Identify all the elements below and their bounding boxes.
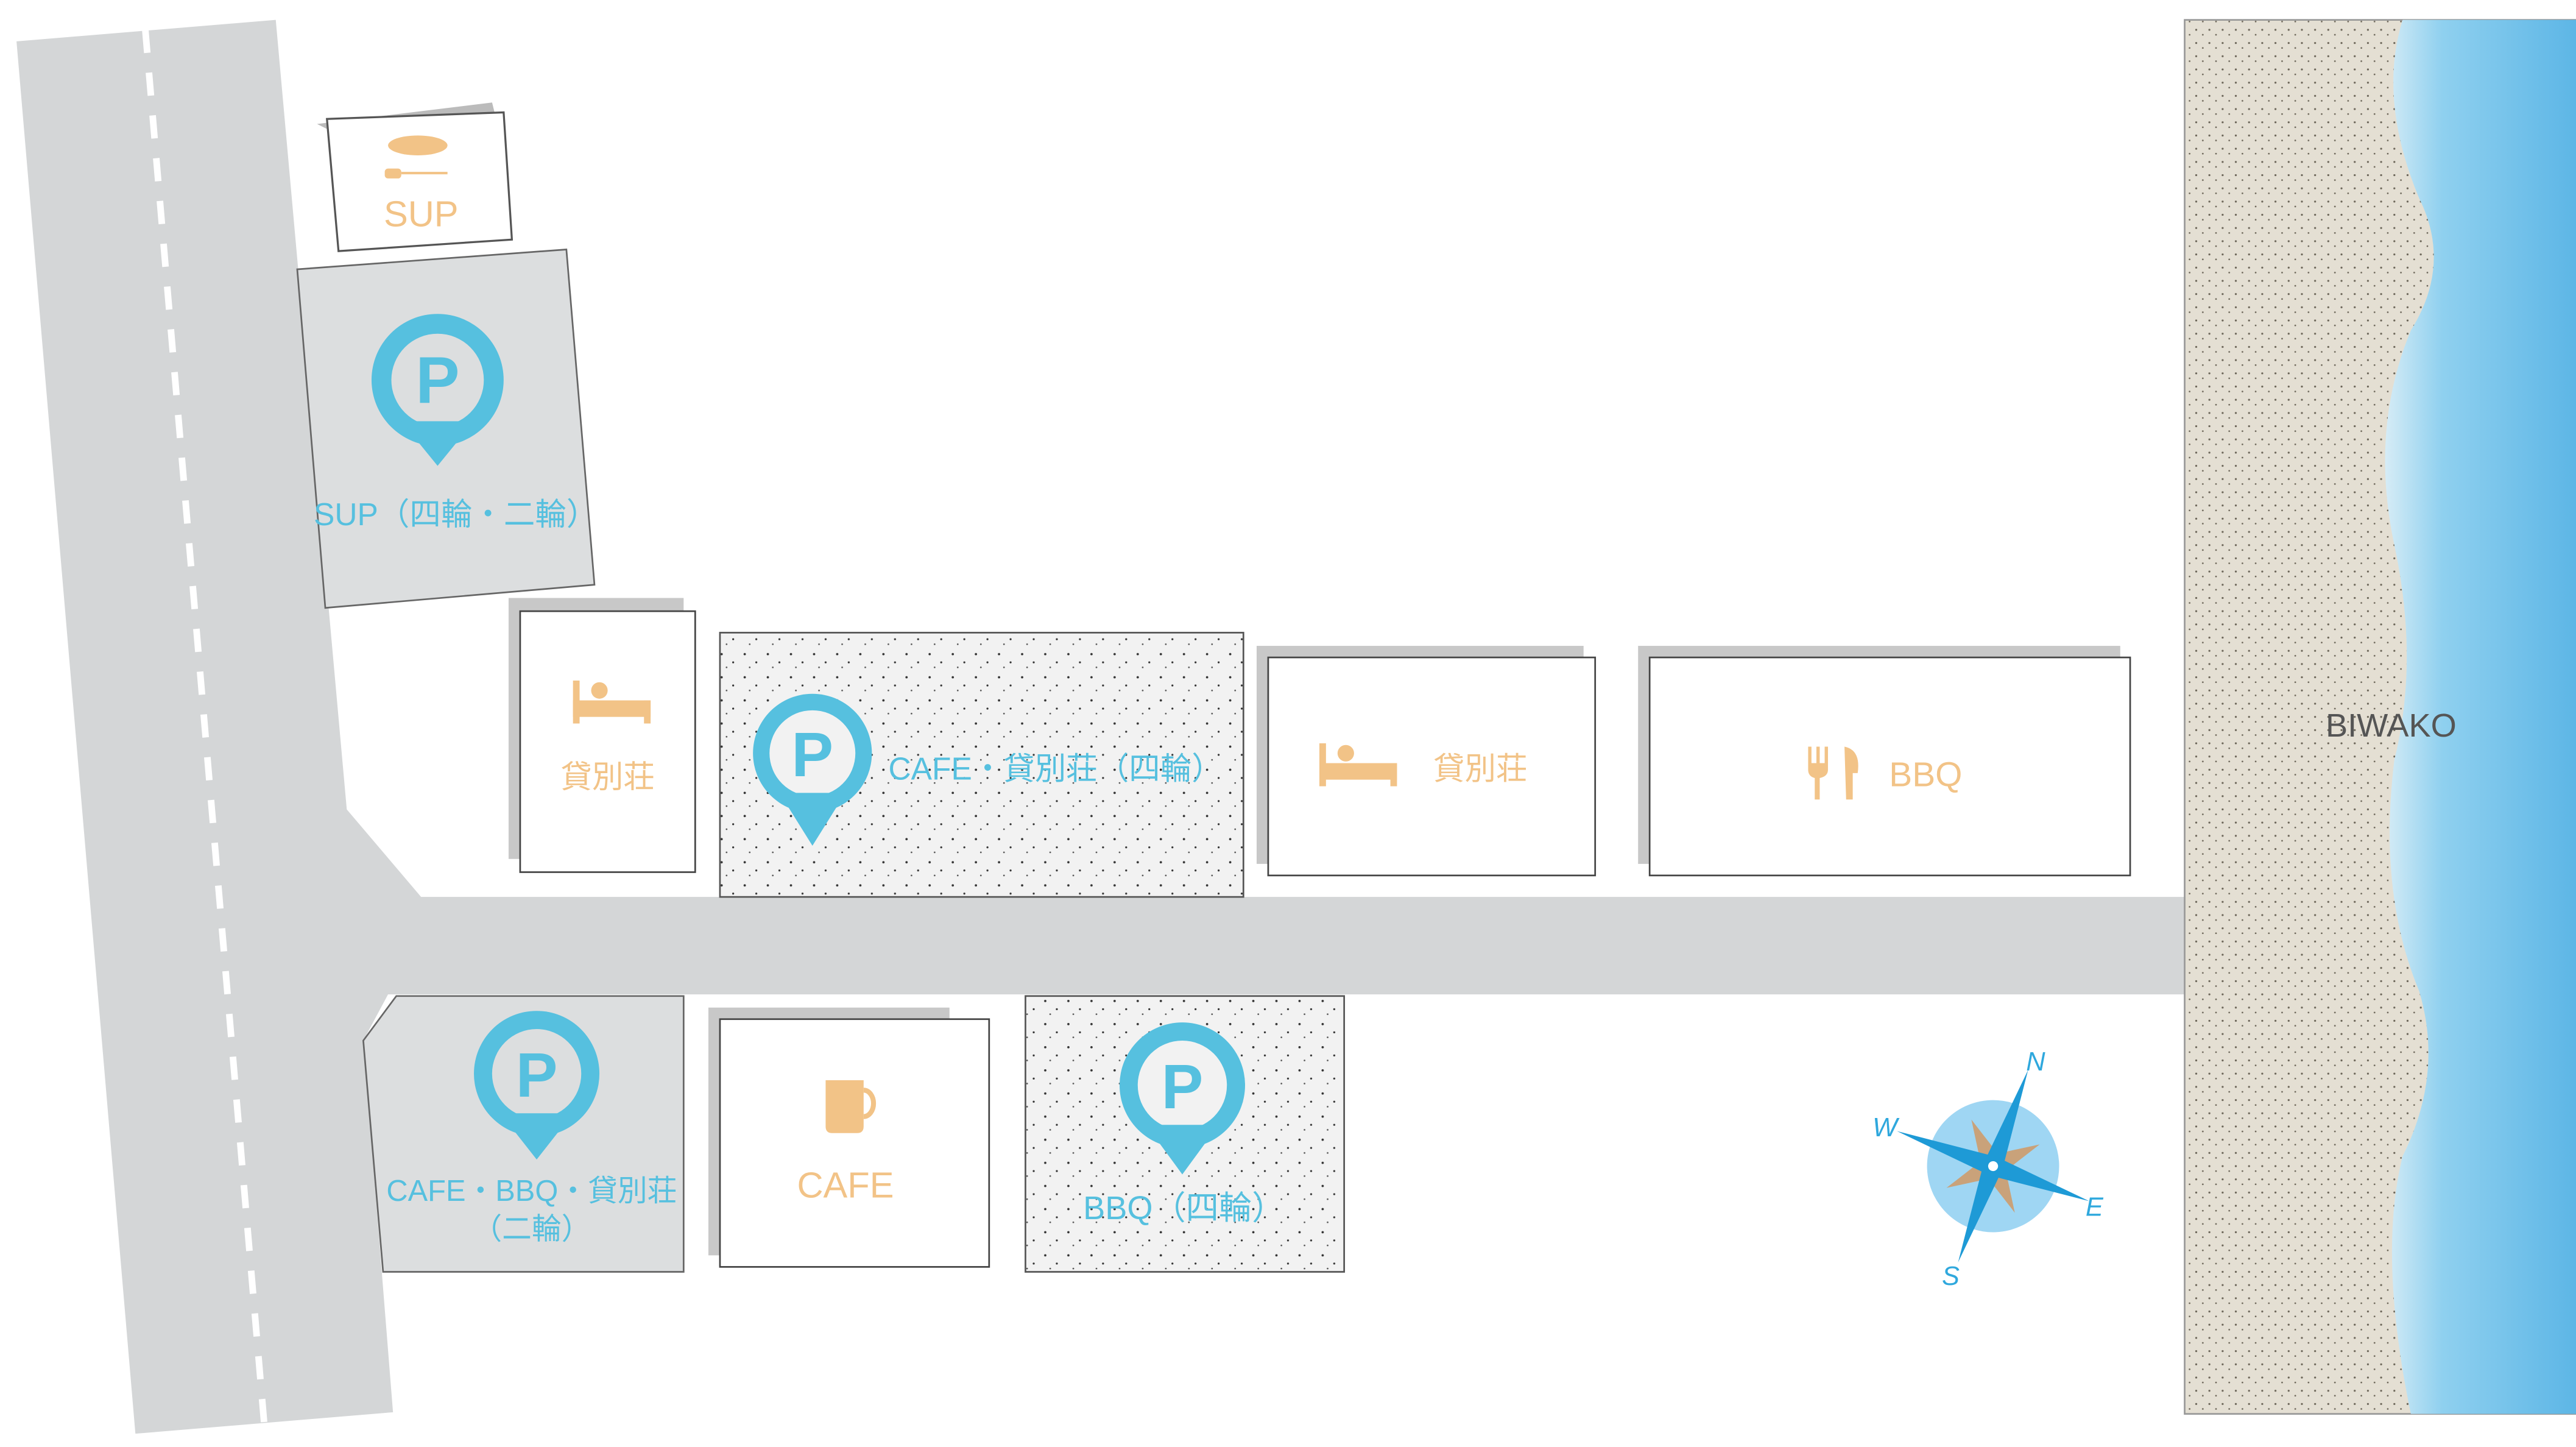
parking-pin-icon: P [1119, 1022, 1246, 1175]
svg-text:P: P [415, 344, 459, 417]
bed-icon [1319, 743, 1397, 787]
lake-label: BIWAKO [2326, 707, 2457, 744]
cup-icon [825, 1080, 877, 1133]
compass-icon [1897, 1070, 2089, 1262]
svg-text:E: E [2086, 1192, 2104, 1222]
facility-cafe[interactable]: CAFE [708, 1007, 990, 1268]
parking-bbq[interactable]: P BBQ（四輪） [1025, 995, 1346, 1273]
parking-label-2: （二輪） [472, 1212, 591, 1245]
parking-label: SUP（四輪・二輪） [314, 497, 598, 532]
facility-label: 貸別荘 [1433, 751, 1528, 787]
bed-icon [573, 681, 651, 724]
road-center-line [142, 29, 268, 1424]
parking-pin-icon: P [753, 693, 872, 846]
svg-text:S: S [1942, 1262, 1960, 1291]
svg-text:P: P [1162, 1052, 1204, 1122]
facility-label: CAFE [797, 1165, 894, 1206]
parking-pin-icon: P [371, 314, 504, 466]
parking-label: CAFE・貸別荘（四輪） [888, 751, 1223, 787]
parking-cafe-cottage[interactable]: P CAFE・貸別荘（四輪） [719, 632, 1244, 898]
parking-sup[interactable]: P SUP（四輪・二輪） [296, 249, 598, 609]
compass-labels: N E S W [1872, 1047, 2104, 1291]
lake-biwako: BIWAKO [2184, 19, 2576, 1415]
parking-label: BBQ（四輪） [1083, 1190, 1285, 1226]
svg-text:P: P [516, 1040, 558, 1110]
svg-text:N: N [2026, 1047, 2045, 1077]
parking-cafe-bbq-cottage[interactable]: P CAFE・BBQ・貸別荘 （二輪） [362, 995, 685, 1273]
water [2385, 19, 2576, 1414]
facility-bbq[interactable]: BBQ [1638, 646, 2131, 877]
facility-sup[interactable]: SUP [317, 102, 513, 252]
parking-pin-icon: P [474, 1011, 600, 1160]
facility-label: SUP [384, 194, 459, 235]
road [16, 19, 2185, 1434]
facility-label: 貸別荘 [560, 759, 655, 794]
svg-text:P: P [791, 720, 833, 790]
svg-text:W: W [1872, 1113, 1900, 1142]
sup-board-icon [384, 135, 448, 179]
fork-knife-icon [1808, 746, 1858, 800]
parking-label: CAFE・BBQ・貸別荘 [386, 1175, 677, 1208]
facility-cottage-small[interactable]: 貸別荘 [508, 598, 696, 873]
facility-label: BBQ [1889, 755, 1962, 794]
facility-cottage[interactable]: 貸別荘 [1256, 646, 1597, 877]
